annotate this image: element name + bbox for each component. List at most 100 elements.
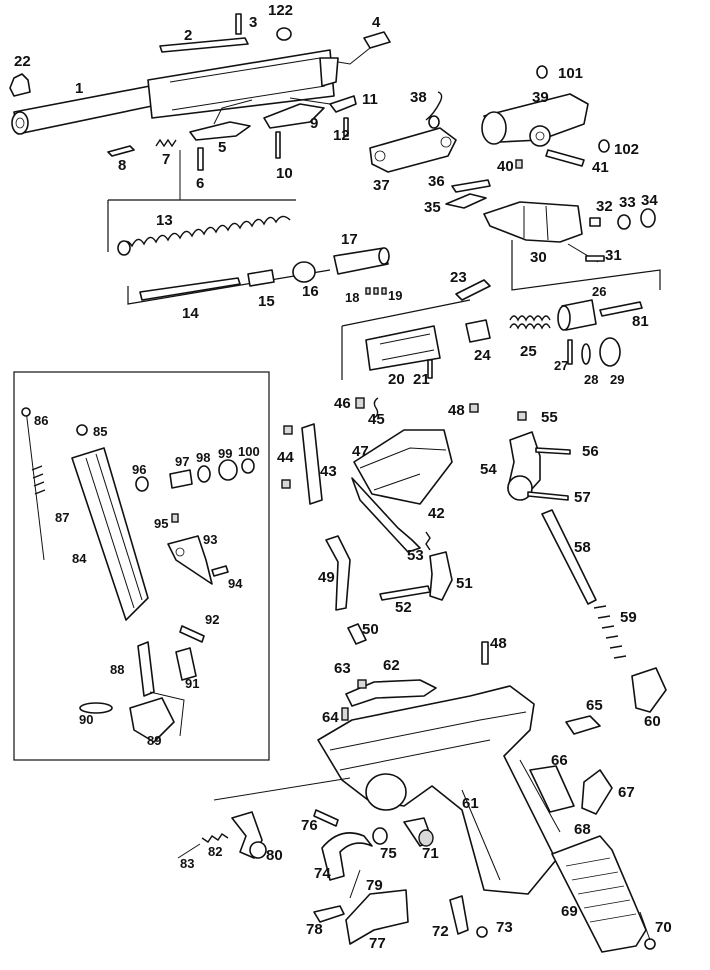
part-number: 96 [132, 462, 146, 477]
part-number: 37 [373, 177, 390, 194]
part-number: 81 [632, 313, 649, 330]
part-number: 87 [55, 510, 69, 525]
part-number: 2 [184, 27, 192, 44]
barrel-receiver-group [9, 13, 391, 200]
part-number: 20 [388, 371, 405, 388]
part-number: 46 [334, 395, 351, 412]
part-number: 49 [318, 569, 335, 586]
trigger-group [281, 397, 479, 645]
part-number: 1 [75, 80, 83, 97]
part-number: 68 [574, 821, 591, 838]
part-number: 21 [413, 371, 430, 388]
part-number: 80 [266, 847, 283, 864]
part-number: 30 [530, 249, 547, 266]
part-numbers: 1 2 3 122 4 22 11 12 9 5 7 8 6 10 38 101… [14, 2, 672, 952]
part-number: 40 [497, 158, 514, 175]
hammer-group [507, 411, 667, 713]
part-number: 38 [410, 89, 427, 106]
part-number: 54 [480, 461, 497, 478]
part-number: 122 [268, 2, 293, 19]
part-number: 45 [368, 411, 385, 428]
part-number: 25 [520, 343, 537, 360]
part-number: 43 [320, 463, 337, 480]
part-number: 5 [218, 139, 226, 156]
part-number: 61 [462, 795, 479, 812]
magazine-group [13, 371, 270, 761]
part-number: 35 [424, 199, 441, 216]
part-number: 63 [334, 660, 351, 677]
part-number: 100 [238, 444, 260, 459]
part-number: 55 [541, 409, 558, 426]
part-number: 34 [641, 192, 658, 209]
part-number: 74 [314, 865, 331, 882]
lower-parts-group [177, 777, 488, 945]
part-number: 86 [34, 413, 48, 428]
part-number: 67 [618, 784, 635, 801]
part-number: 92 [205, 612, 219, 627]
part-number: 79 [366, 877, 383, 894]
part-number: 31 [605, 247, 622, 264]
part-number: 91 [185, 676, 199, 691]
toggle-group [369, 65, 610, 209]
part-number: 12 [333, 127, 350, 144]
part-number: 62 [383, 657, 400, 674]
part-number: 57 [574, 489, 591, 506]
part-number: 4 [372, 14, 381, 31]
part-number: 66 [551, 752, 568, 769]
part-number: 75 [380, 845, 397, 862]
part-number: 33 [619, 194, 636, 211]
part-number: 18 [345, 290, 359, 305]
part-number: 82 [208, 844, 222, 859]
part-number: 78 [306, 921, 323, 938]
part-number: 77 [369, 935, 386, 952]
part-number: 51 [456, 575, 473, 592]
part-number: 71 [422, 845, 439, 862]
part-number: 65 [586, 697, 603, 714]
part-number: 84 [72, 551, 87, 566]
part-number: 59 [620, 609, 637, 626]
part-number: 69 [561, 903, 578, 920]
part-number: 10 [276, 165, 293, 182]
part-number: 99 [218, 446, 232, 461]
frame-group [317, 641, 656, 953]
part-number: 70 [655, 919, 672, 936]
recoil-spring-group [107, 199, 390, 305]
part-number: 56 [582, 443, 599, 460]
part-number: 95 [154, 516, 168, 531]
part-number: 16 [302, 283, 319, 300]
part-number: 98 [196, 450, 210, 465]
part-number: 94 [228, 576, 243, 591]
part-number: 97 [175, 454, 189, 469]
part-number: 13 [156, 212, 173, 229]
part-number: 36 [428, 173, 445, 190]
part-number: 28 [584, 372, 598, 387]
part-number: 101 [558, 65, 583, 82]
part-number: 48 [448, 402, 465, 419]
part-number: 17 [341, 231, 358, 248]
part-number: 24 [474, 347, 491, 364]
part-number: 53 [407, 547, 424, 564]
part-number: 85 [93, 424, 107, 439]
part-number: 88 [110, 662, 124, 677]
part-number: 39 [532, 89, 549, 106]
part-number: 9 [310, 115, 318, 132]
part-number: 3 [249, 14, 257, 31]
part-number: 11 [362, 91, 378, 108]
part-number: 64 [322, 709, 339, 726]
part-number: 42 [428, 505, 445, 522]
part-number: 47 [352, 443, 369, 460]
part-number: 41 [592, 159, 609, 176]
part-number: 32 [596, 198, 613, 215]
part-number: 93 [203, 532, 217, 547]
part-number: 29 [610, 372, 624, 387]
part-number: 83 [180, 856, 194, 871]
part-number: 26 [592, 284, 606, 299]
breech-block-group [483, 201, 661, 291]
part-number: 44 [277, 449, 294, 466]
part-number: 15 [258, 293, 275, 310]
part-number: 89 [147, 733, 161, 748]
part-number: 23 [450, 269, 467, 286]
part-number: 19 [388, 288, 402, 303]
part-number: 60 [644, 713, 661, 730]
